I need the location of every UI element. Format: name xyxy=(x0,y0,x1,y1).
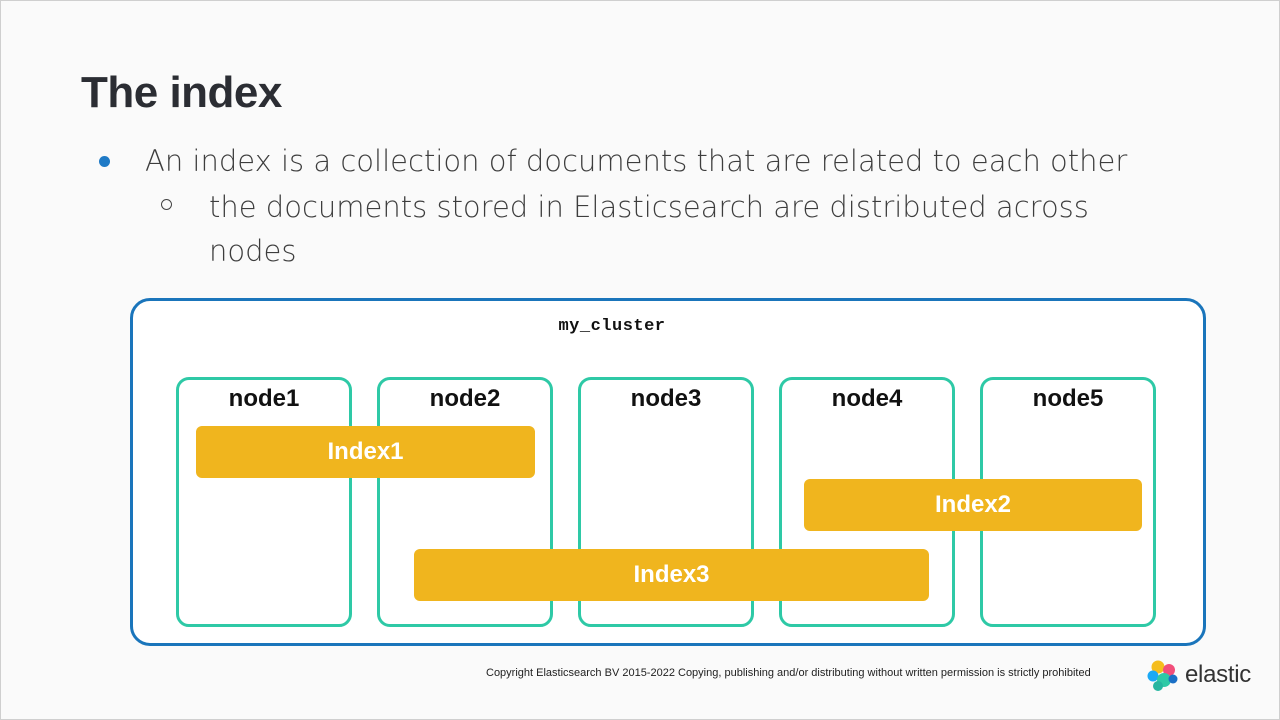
node-label-4: node4 xyxy=(831,385,903,412)
index-bar-3: Index3 xyxy=(414,549,929,601)
index-bar-1: Index1 xyxy=(196,426,535,478)
index-label: Index2 xyxy=(934,491,1012,518)
index-label: Index1 xyxy=(327,438,404,465)
slide-title: The index xyxy=(81,68,282,117)
node-box-1 xyxy=(176,377,352,627)
cluster-name: my_cluster xyxy=(558,317,666,336)
node-label-1: node1 xyxy=(228,385,300,412)
elastic-logo-text: elastic xyxy=(1185,661,1251,688)
elastic-logo-icon xyxy=(1147,660,1178,691)
bullet-ring-icon xyxy=(161,199,172,210)
node-label-2: node2 xyxy=(429,385,501,412)
bullet-dot-icon xyxy=(99,156,110,167)
cluster-label: my_cluster xyxy=(1,317,1279,336)
node-label-3: node3 xyxy=(630,385,702,412)
index-bar-2: Index2 xyxy=(804,479,1142,531)
node-label-5: node5 xyxy=(1032,385,1104,412)
bullet-text: the documents stored in Elasticsearch ar… xyxy=(209,190,1089,268)
copyright-notice: Copyright Elasticsearch BV 2015-2022 Cop… xyxy=(486,667,1091,679)
bullet-text: An index is a collection of documents th… xyxy=(145,144,1128,178)
index-label: Index3 xyxy=(633,561,710,588)
